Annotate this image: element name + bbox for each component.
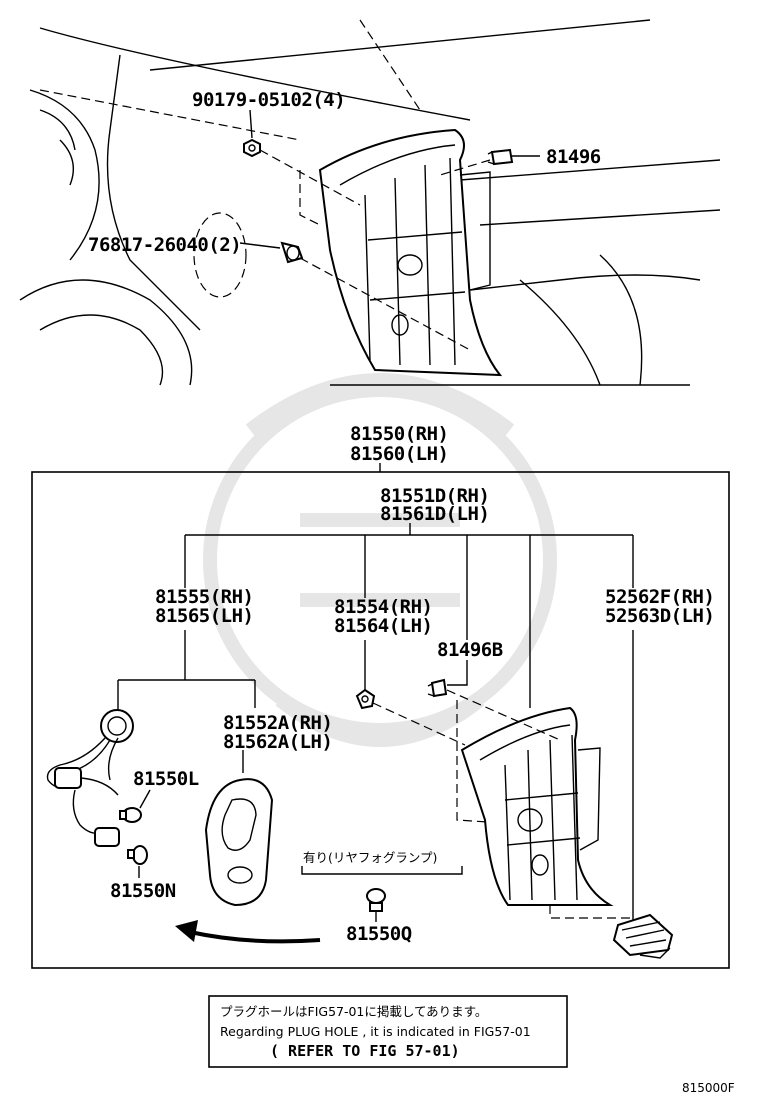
clip-icon	[487, 148, 514, 166]
plate-connector-lh: 52563D(LH)	[605, 605, 714, 627]
assembly-frame	[31, 471, 730, 969]
cushion-icon	[355, 688, 376, 710]
lens-body-rh: 81551D(RH)	[380, 485, 489, 507]
plate-connector-icon	[612, 913, 674, 959]
fog-note: 有り(リヤフォグランプ)	[303, 850, 437, 865]
gasket-lh: 81562A(LH)	[223, 731, 332, 753]
tail-lamp-installed	[318, 128, 503, 377]
cushion-rh: 81554(RH)	[334, 596, 432, 618]
socket-wire-rh: 81555(RH)	[155, 586, 253, 608]
fog-note-bracket	[301, 866, 463, 875]
bulb-n-label: 81550N	[110, 880, 176, 902]
bulb-l-label: 81550L	[133, 768, 199, 790]
top-leader-lines	[239, 109, 540, 351]
bulb-leaders	[138, 789, 377, 922]
direction-arrow	[175, 920, 321, 944]
cushion-lh: 81564(LH)	[334, 615, 432, 637]
refer-box	[208, 995, 568, 1068]
callout-grommet: 76817-26040(2)	[88, 234, 241, 256]
bulb-q-label: 81550Q	[346, 923, 412, 945]
watermark-emblem	[203, 373, 557, 747]
assembly-rh: 81550(RH)	[350, 423, 448, 445]
plate-connector-rh: 52562F(RH)	[605, 586, 714, 608]
gasket-rh: 81552A(RH)	[223, 712, 332, 734]
vehicle-body-outline	[19, 19, 721, 386]
socket-wire-lh: 81565(LH)	[155, 605, 253, 627]
refer-line-jp: プラグホールはFIG57-01に掲載してあります。	[220, 1004, 487, 1019]
assembly-lh: 81560(LH)	[350, 443, 448, 465]
clip-b-icon	[427, 678, 448, 698]
refer-line-ref: ( REFER TO FIG 57-01)	[270, 1042, 460, 1060]
grommet-icon	[280, 241, 304, 264]
bulb-q-icon	[366, 888, 386, 912]
nut-icon	[243, 138, 261, 158]
refer-line-en: Regarding PLUG HOLE , it is indicated in…	[220, 1024, 531, 1039]
tail-lamp-unit	[460, 706, 614, 906]
bulb-l-icon	[119, 807, 142, 823]
bulb-n-icon	[127, 845, 148, 865]
clip-b-label: 81496B	[437, 639, 503, 661]
socket-wire-harness	[46, 709, 134, 847]
callout-nut: 90179-05102(4)	[192, 89, 345, 111]
callout-clip: 81496	[546, 146, 601, 168]
diagram-code: 815000F	[682, 1081, 735, 1095]
lens-body-lh: 81561D(LH)	[380, 503, 489, 525]
gasket-part	[204, 778, 274, 907]
grommet-detail-circle	[193, 212, 247, 298]
tree-lines	[117, 523, 634, 920]
assembly-guide-lines	[372, 689, 630, 919]
